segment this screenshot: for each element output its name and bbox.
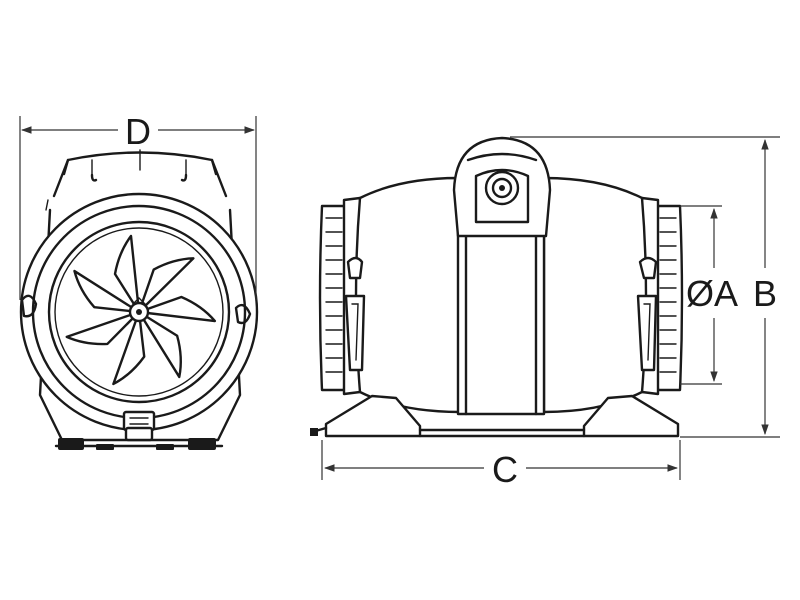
front-foot-left <box>58 438 84 450</box>
side-view <box>310 136 684 438</box>
label-duct-diameter-a: ØA <box>686 273 738 314</box>
front-foot-right <box>188 438 216 450</box>
dimension-b <box>510 136 780 438</box>
label-d: D <box>125 111 151 152</box>
dimension-a <box>680 205 722 385</box>
label-b: B <box>753 273 777 314</box>
dimension-c: C <box>321 440 681 490</box>
impeller-blades <box>65 234 217 386</box>
side-mounting-base <box>324 394 422 438</box>
front-view <box>19 149 259 450</box>
dimension-d: D <box>19 111 257 300</box>
label-c: C <box>492 449 518 490</box>
